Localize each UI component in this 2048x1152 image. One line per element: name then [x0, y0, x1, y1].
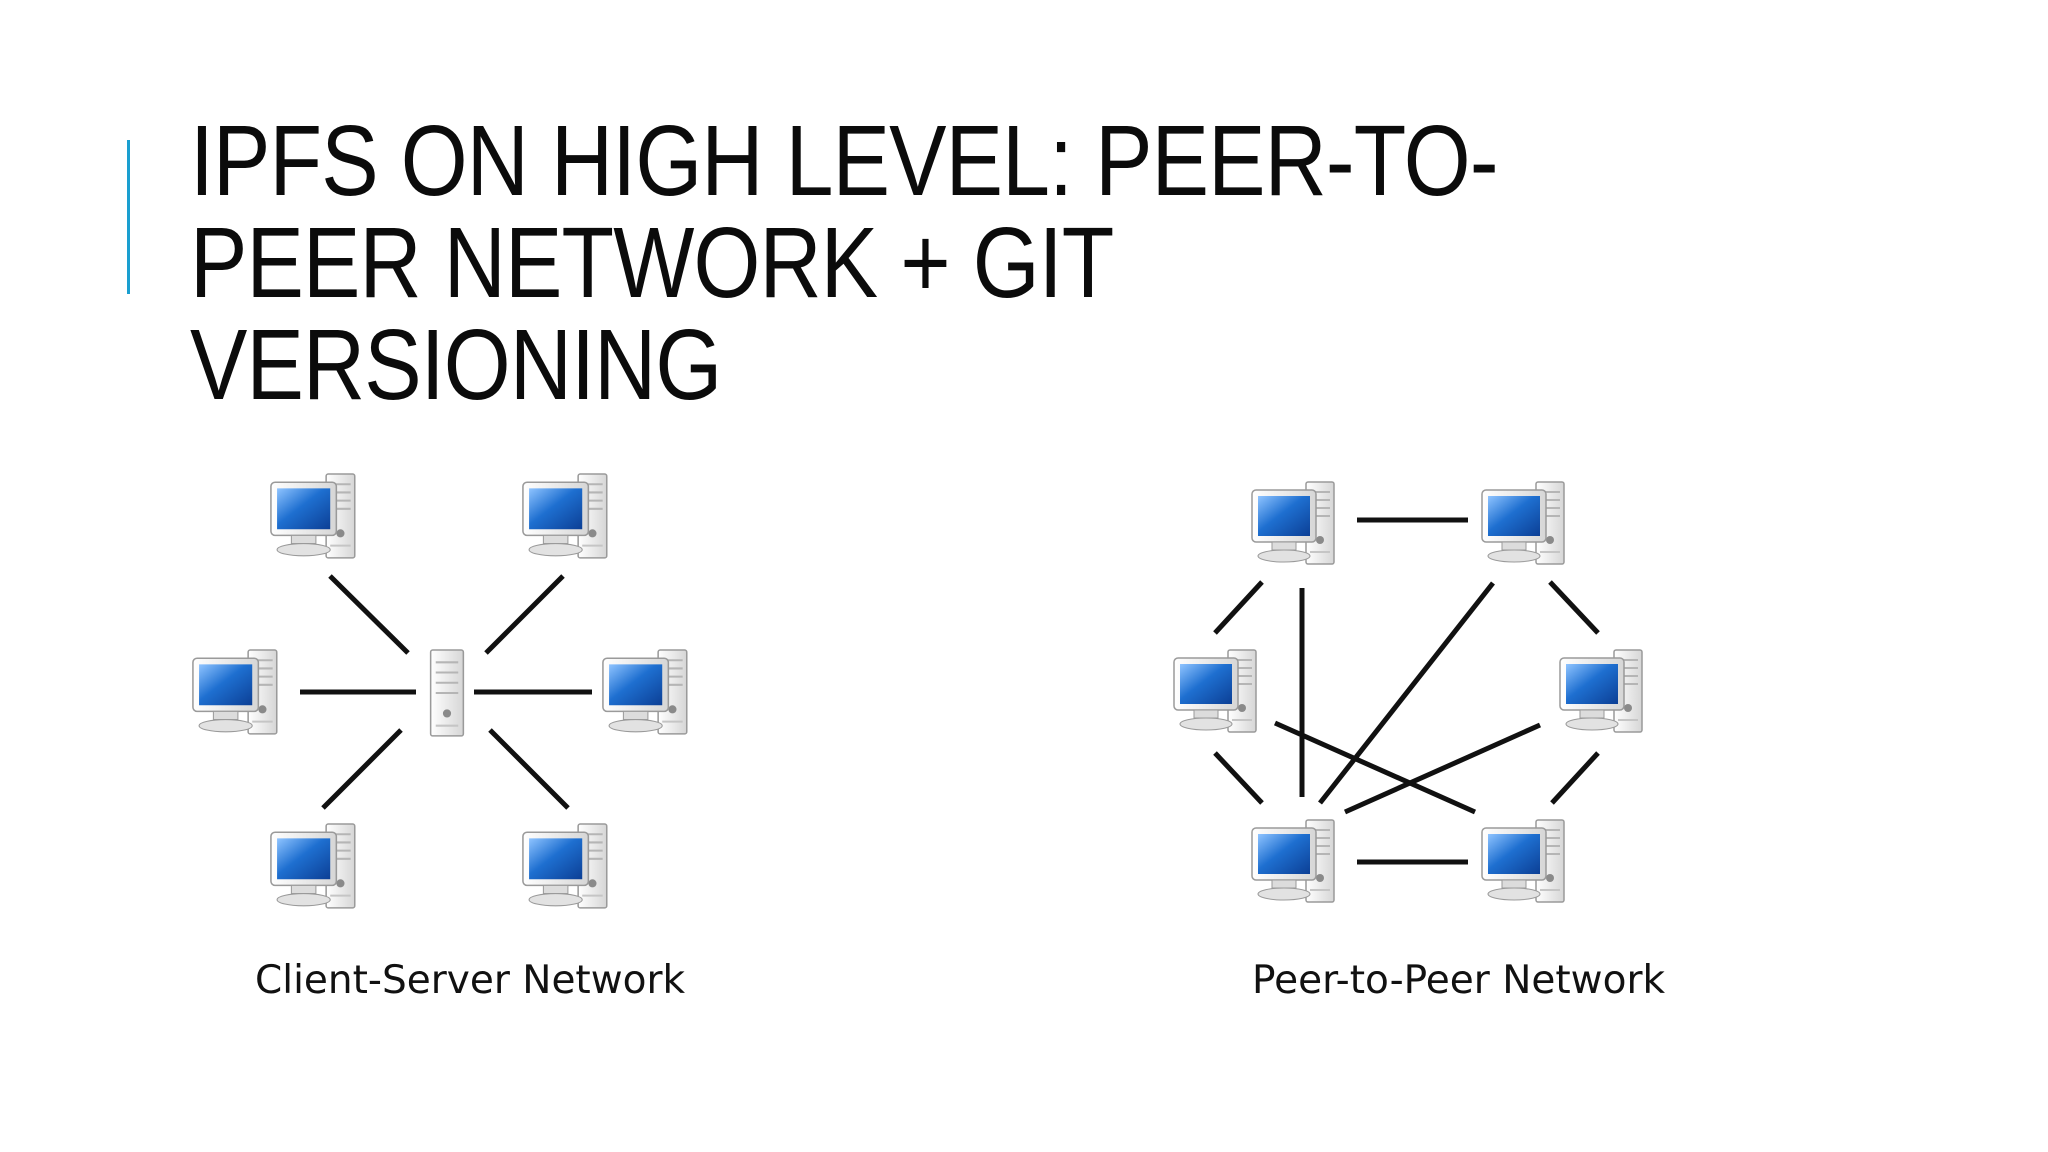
- client-bottom-right-computer-icon: [521, 823, 608, 909]
- peer-to-peer-caption: Peer-to-Peer Network: [1252, 958, 1666, 1003]
- server-server-icon: [429, 648, 465, 738]
- peer-right-computer-icon: [1559, 649, 1643, 733]
- edge-server-to-client-top-left: [328, 574, 410, 655]
- slide-title: IPFS ON HIGH LEVEL: PEER-TO-PEER NETWORK…: [190, 105, 1498, 421]
- peer-bottom-left-computer-icon: [1251, 819, 1335, 903]
- client-server-edges: [300, 574, 592, 810]
- edge-peer-left-to-peer-bottom-left: [1213, 751, 1264, 805]
- peer-top-left-computer-icon: [1251, 481, 1335, 565]
- edge-peer-left-to-peer-bottom-right: [1273, 720, 1477, 815]
- edge-server-to-client-bottom-left: [321, 728, 403, 810]
- peer-bottom-right-computer-icon: [1481, 819, 1565, 903]
- client-top-left-computer-icon: [269, 473, 356, 559]
- edge-peer-top-right-to-peer-bottom-left: [1318, 581, 1495, 805]
- client-left-computer-icon: [191, 649, 278, 735]
- edge-server-to-client-bottom-right: [488, 728, 570, 810]
- client-right-computer-icon: [601, 649, 688, 735]
- title-accent-bar: [127, 140, 130, 294]
- client-top-right-computer-icon: [521, 473, 608, 559]
- peer-to-peer-edges: [1213, 517, 1600, 865]
- edge-peer-top-left-to-peer-left: [1213, 580, 1264, 635]
- edge-peer-right-to-peer-bottom-right: [1550, 751, 1600, 805]
- client-server-nodes: [191, 473, 688, 909]
- client-server-caption: Client-Server Network: [255, 958, 686, 1003]
- edge-peer-top-right-to-peer-right: [1548, 580, 1600, 635]
- edge-peer-right-to-peer-bottom-left: [1343, 722, 1542, 815]
- peer-top-right-computer-icon: [1481, 481, 1565, 565]
- edge-server-to-client-top-right: [484, 574, 565, 655]
- client-bottom-left-computer-icon: [269, 823, 356, 909]
- peer-left-computer-icon: [1173, 649, 1257, 733]
